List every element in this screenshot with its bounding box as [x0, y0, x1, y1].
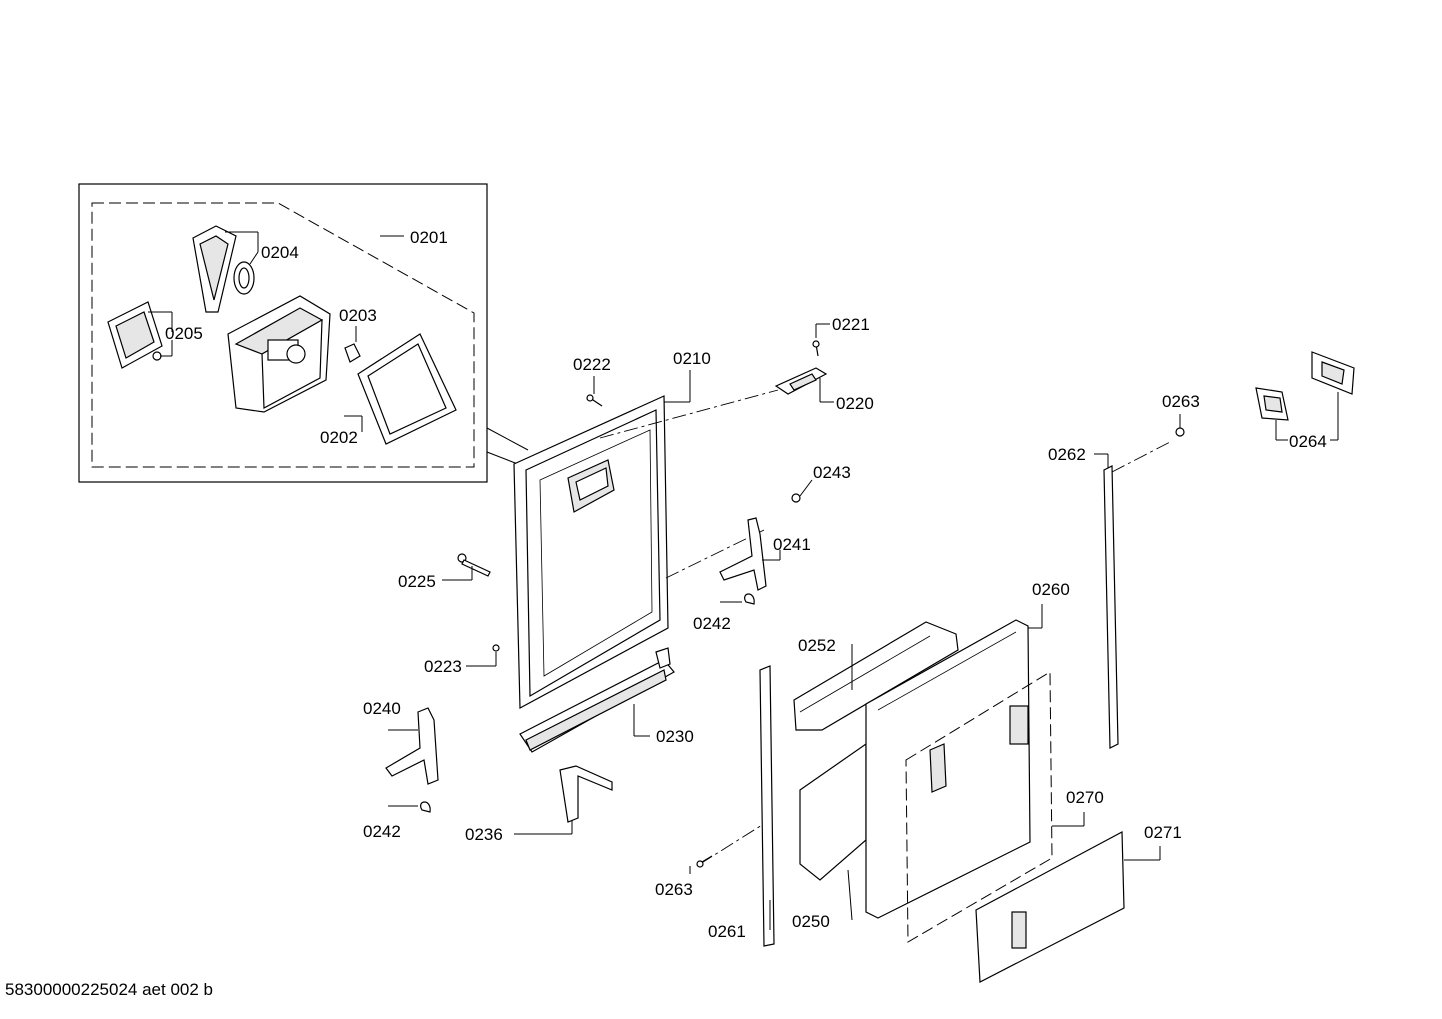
- part-0230-lower-rail: [519, 647, 675, 753]
- part-0236-bracket: [514, 765, 613, 835]
- label-0263-top: 0263: [1162, 392, 1200, 411]
- label-0203: 0203: [339, 306, 377, 325]
- part-0203-knob: [344, 326, 361, 363]
- label-0241: 0241: [773, 535, 811, 554]
- label-0271: 0271: [1144, 823, 1182, 842]
- label-0261: 0261: [708, 922, 746, 941]
- part-0250-panel: [799, 742, 867, 921]
- label-0236: 0236: [465, 825, 503, 844]
- label-0205: 0205: [165, 324, 203, 343]
- label-0252: 0252: [798, 636, 836, 655]
- part-0210-inner-door: [513, 370, 691, 709]
- part-0223-screw: [466, 644, 500, 667]
- part-0252-top-rail: [793, 621, 959, 731]
- label-0264: 0264: [1289, 432, 1327, 451]
- label-0270: 0270: [1066, 788, 1104, 807]
- part-0242-clip-left: [388, 801, 431, 813]
- part-0262-side-strip: [1094, 453, 1119, 749]
- label-0210: 0210: [673, 349, 711, 368]
- part-0225-screw: [442, 553, 491, 581]
- label-0204: 0204: [261, 243, 299, 262]
- part-0201-dispenser: [227, 235, 404, 413]
- label-0242-right: 0242: [693, 614, 731, 633]
- label-0243: 0243: [813, 463, 851, 482]
- label-0220: 0220: [836, 394, 874, 413]
- label-0202: 0202: [320, 428, 358, 447]
- label-0242-left: 0242: [363, 822, 401, 841]
- label-0263-bottom: 0263: [655, 880, 693, 899]
- part-0264-plates: [1255, 351, 1355, 441]
- label-0260: 0260: [1032, 580, 1070, 599]
- part-0242-clip-right: [720, 593, 755, 605]
- label-0230: 0230: [656, 727, 694, 746]
- part-0221-screw: [812, 323, 830, 357]
- label-0221: 0221: [832, 315, 870, 334]
- callout-labels: 0201 0204 0205 0203 0202 0222 0210 0221 …: [165, 228, 1327, 941]
- part-0263-screw-top: [1175, 414, 1185, 437]
- part-0240-hinge: [385, 707, 439, 785]
- label-0225: 0225: [398, 572, 436, 591]
- label-0250: 0250: [792, 912, 830, 931]
- part-0243-knob: [791, 479, 813, 503]
- part-0202-seal: [344, 333, 457, 445]
- part-0205-plate: [107, 301, 173, 369]
- part-0241-hinge: [719, 517, 781, 591]
- label-0240: 0240: [363, 699, 401, 718]
- part-0261-side-strip: [759, 665, 775, 947]
- part-0220-latch: [774, 367, 834, 403]
- part-0204-lid: [192, 225, 259, 313]
- part-0263-screw-bottom: [689, 855, 713, 874]
- part-0222-screw: [586, 376, 603, 407]
- label-0223: 0223: [424, 657, 462, 676]
- label-0262: 0262: [1048, 445, 1086, 464]
- part-0271-kick-panel: [975, 831, 1161, 983]
- part-0270-outline: [905, 671, 1085, 943]
- label-0201: 0201: [410, 228, 448, 247]
- label-0222: 0222: [573, 355, 611, 374]
- document-id: 58300000225024 aet 002 b: [5, 980, 213, 999]
